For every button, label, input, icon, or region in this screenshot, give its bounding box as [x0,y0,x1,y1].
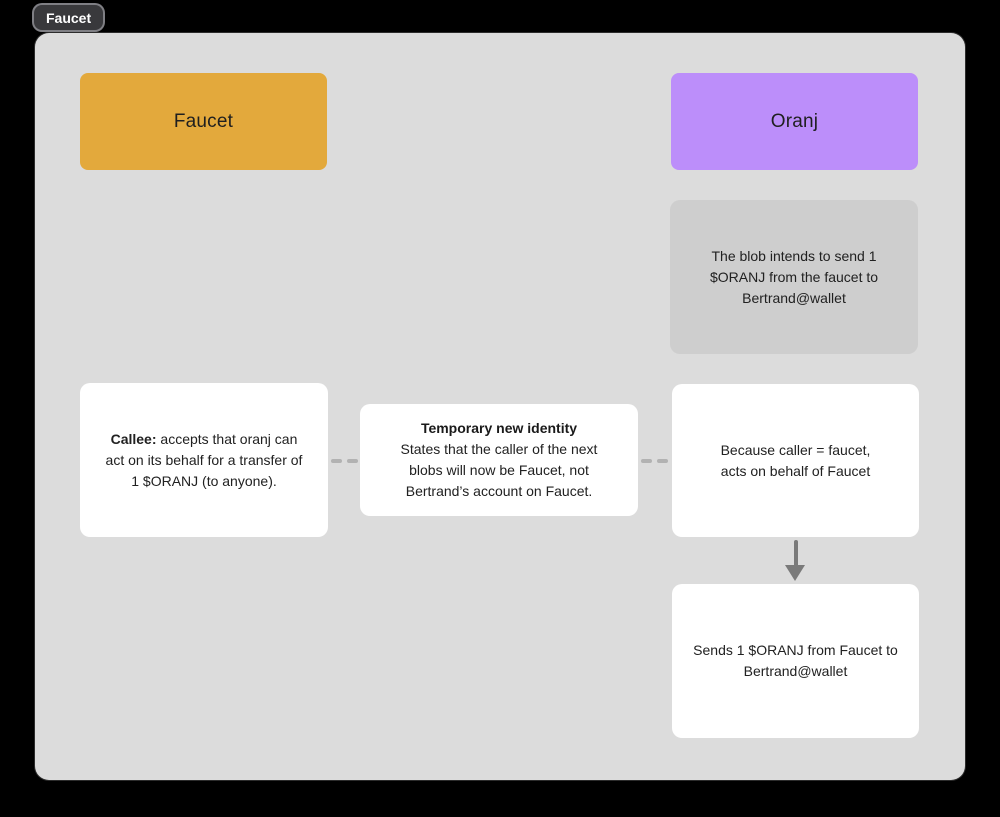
dash-segment [331,459,342,463]
frame-canvas[interactable]: Faucet Oranj The blob intends to send 1 … [35,33,965,780]
faucet-header-label: Faucet [173,110,234,132]
dash-segment [641,459,652,463]
callee-note-body: accepts that oranj can act on its behalf… [105,430,303,489]
node-callee-note[interactable]: Callee: accepts that oranj can act on it… [80,383,328,537]
caller-note-text: Because caller = faucet, acts on behalf … [720,441,871,479]
dashed-connector-identity-caller[interactable] [641,459,668,463]
callee-note-text: Callee: accepts that oranj can act on it… [106,429,303,492]
dashed-connector-callee-identity[interactable] [331,459,358,463]
arrow-stem [793,540,798,567]
arrow-down-icon[interactable] [785,540,806,581]
callee-note-lead: Callee: [110,430,157,447]
node-send-note[interactable]: Sends 1 $ORANJ from Faucet to Bertrand@w… [672,584,919,738]
arrow-head [785,565,805,581]
node-intent-note[interactable]: The blob intends to send 1 $ORANJ from t… [670,200,918,354]
dash-segment [657,459,668,463]
oranj-header-label: Oranj [770,110,819,132]
frame-label[interactable]: Faucet [34,5,104,30]
send-note-text: Sends 1 $ORANJ from Faucet to Bertrand@w… [693,642,898,679]
node-faucet-header[interactable]: Faucet [80,73,327,170]
identity-note-title: Temporary new identity [420,420,578,436]
dash-segment [347,459,358,463]
node-identity-note[interactable]: Temporary new identity States that the c… [360,404,638,516]
node-oranj-header[interactable]: Oranj [671,73,918,170]
identity-note-body: States that the caller of the next blobs… [400,441,598,499]
intent-note-text: The blob intends to send 1 $ORANJ from t… [709,247,879,306]
node-caller-note[interactable]: Because caller = faucet, acts on behalf … [672,384,919,537]
